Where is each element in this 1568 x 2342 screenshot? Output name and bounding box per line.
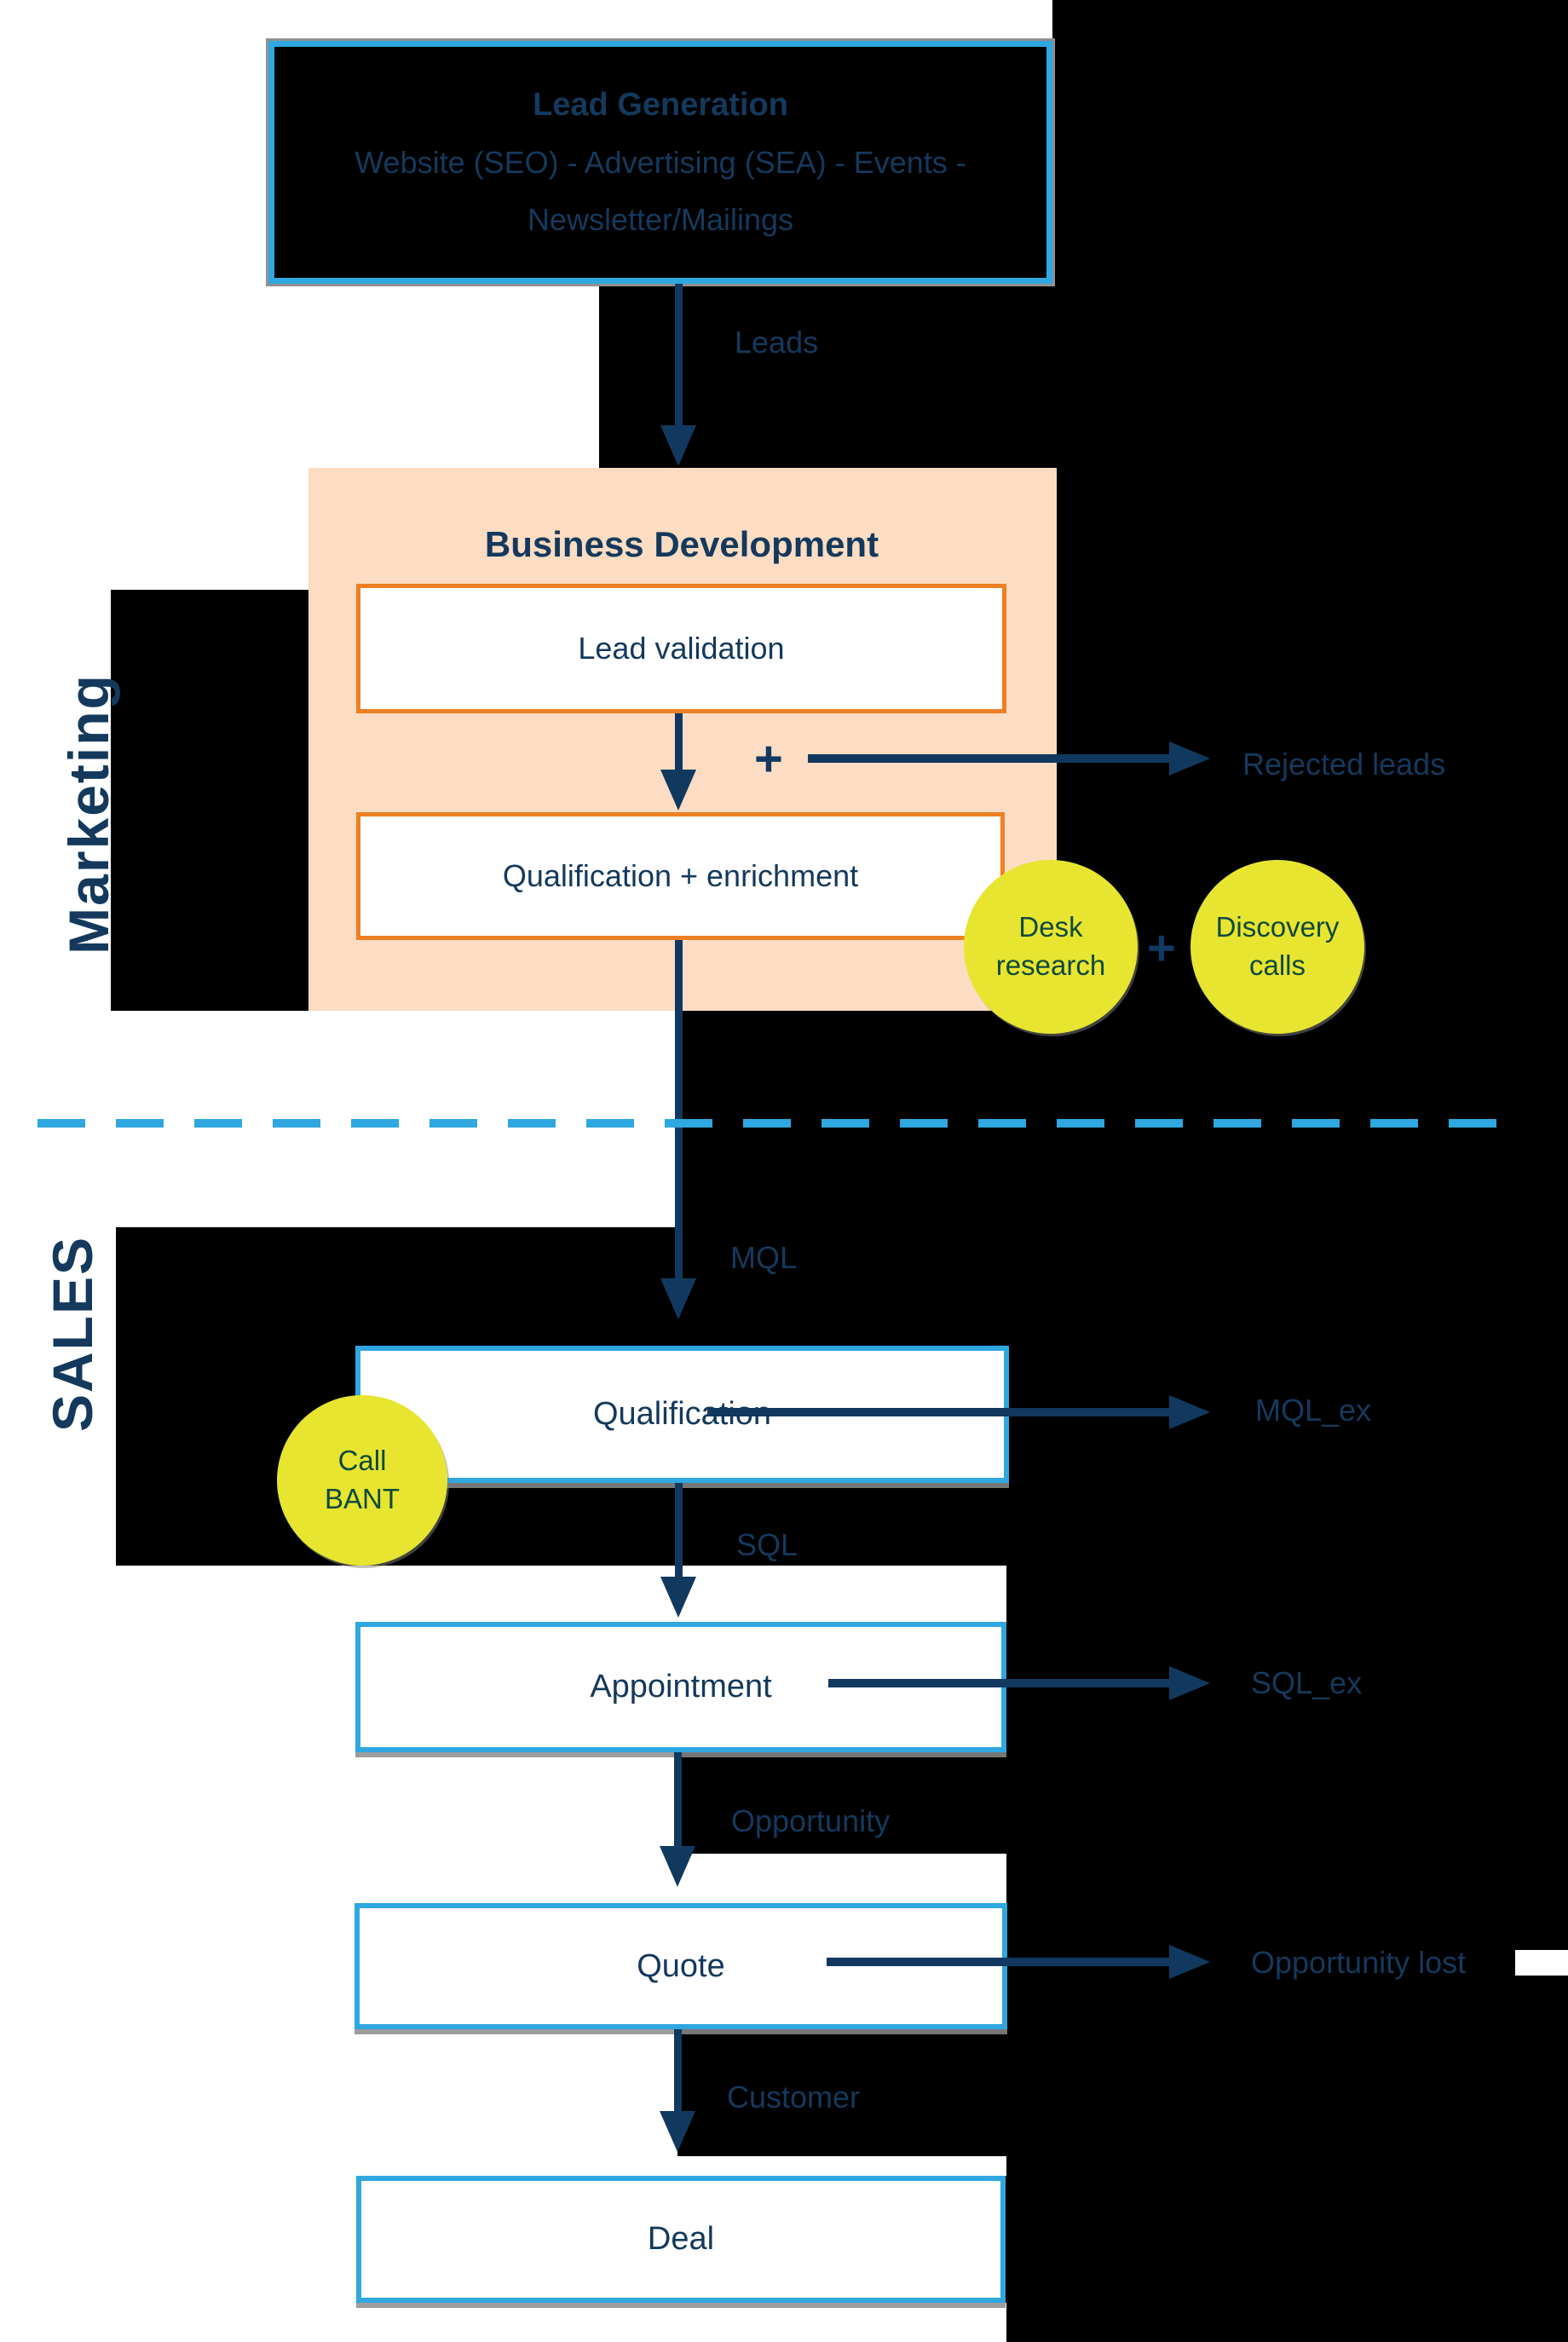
desk-research-circle: Desk research [964,860,1138,1034]
validation-arrow-shaft [675,713,683,773]
circles-plus-sign: + [1147,920,1176,976]
opportunity-arrow-head [660,1846,695,1887]
lead-generation-channels-line1: Website (SEO) - Advertising (SEA) - Even… [355,145,966,180]
bg-below-leadgen [268,284,599,468]
bg-left-column-marketing [0,468,111,1011]
call-bant-circle: Call BANT [277,1395,447,1566]
lead-validation-label: Lead validation [578,631,785,666]
discovery-calls-circle: Discovery calls [1190,860,1364,1034]
deal-box: Deal [356,2176,1006,2303]
mql-label: MQL [730,1240,798,1275]
bg-top-left [0,0,268,468]
discovery-calls-line2: calls [1248,949,1306,981]
lead-generation-box: Lead Generation Website (SEO) - Advertis… [268,41,1052,284]
bg-right-edge-patch [1515,1950,1568,1976]
customer-arrow-shaft [674,2029,682,2113]
mql-ex-arrow-shaft [707,1408,1169,1416]
quote-box: Quote [355,1903,1007,2029]
desk-research-line1: Desk [1018,911,1083,943]
bg-left-strip-sales [0,1227,116,1566]
opportunity-label: Opportunity [731,1803,891,1838]
bg-gap-quote-deal [356,2029,677,2156]
validation-arrow-head [660,770,696,810]
bg-band-above-appointment [0,1566,1006,1622]
bg-band-above-deal [356,2156,1006,2176]
rejected-plus-sign: + [754,731,783,787]
sales-section-label: SALES [41,1235,104,1433]
leads-arrow-head [660,425,696,466]
mql-ex-label: MQL_ex [1255,1393,1372,1428]
lead-generation-channels-line2: Newsletter/Mailings [527,202,794,237]
sql-arrow-shaft [675,1483,683,1578]
bg-below-deal [356,2303,1006,2342]
sql-label: SQL [736,1527,798,1562]
opportunity-lost-arrow-head [1169,1945,1210,1979]
mql-arrow-shaft [675,940,683,1281]
marketing-black-block [111,590,308,1011]
bg-top-strip [268,0,1052,41]
leads-label: Leads [735,325,819,360]
call-bant-line2: BANT [324,1483,400,1514]
bg-above-marketing-block [111,468,308,590]
sql-ex-arrow-shaft [828,1679,1169,1687]
rejected-arrow-shaft [808,754,1169,763]
business-development-title: Business Development [484,524,879,564]
bg-gap-appointment-quote [356,1752,677,1854]
opportunity-lost-label: Opportunity lost [1251,1945,1467,1980]
qualification-enrichment-label: Qualification + enrichment [502,858,859,893]
leads-arrow-shaft [675,284,683,427]
appointment-label: Appointment [590,1669,772,1705]
lead-validation-box: Lead validation [356,584,1006,713]
customer-label: Customer [727,2080,861,2114]
marketing-section-label: Marketing [57,673,120,955]
lead-generation-title: Lead Generation [533,87,788,123]
discovery-calls-line1: Discovery [1215,911,1340,943]
deal-label: Deal [647,2221,715,2257]
marketing-sales-divider [37,1119,1496,1128]
call-bant-line1: Call [337,1445,387,1477]
quote-label: Quote [637,1947,725,1984]
opportunity-arrow-shaft [674,1752,682,1848]
sql-ex-arrow-head [1169,1666,1210,1700]
mql-arrow-head [660,1278,696,1319]
sql-ex-label: SQL_ex [1251,1665,1363,1700]
desk-research-line2: research [995,949,1106,981]
rejected-arrow-head [1169,741,1210,776]
customer-arrow-head [660,2111,695,2152]
qualification-enrichment-box: Qualification + enrichment [356,812,1005,940]
opportunity-lost-arrow-shaft [827,1958,1169,1966]
sql-arrow-head [660,1577,696,1618]
rejected-leads-label: Rejected leads [1242,747,1446,782]
mql-ex-arrow-head [1169,1395,1210,1429]
bg-left-column-bottom [0,1622,356,2342]
